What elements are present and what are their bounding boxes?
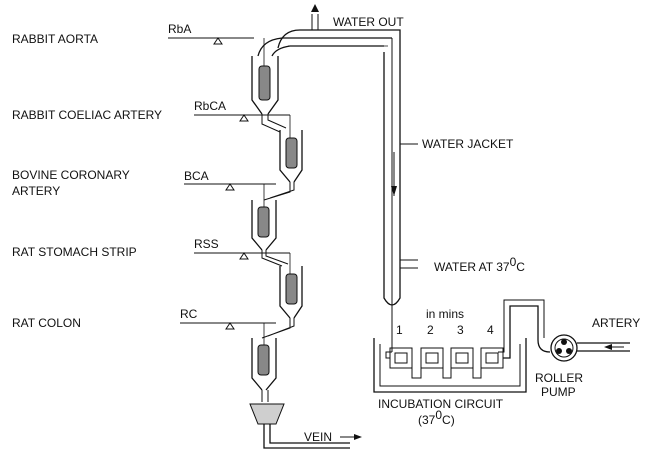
lever-rbca: RbCA	[194, 99, 290, 122]
arrow-up-icon	[391, 186, 397, 196]
organ-bath-cascade	[249, 38, 350, 449]
tissue-label-bovine-coronary-line2: ARTERY	[12, 184, 60, 198]
coil-2	[420, 347, 444, 369]
lever-rc: RC	[180, 307, 276, 330]
arrow-right-icon	[354, 434, 362, 440]
roller-pump-icon	[550, 334, 578, 362]
code-rss: RSS	[194, 237, 219, 251]
tissue-strip-rbca	[285, 137, 298, 169]
code-rba: RbA	[168, 22, 191, 36]
tissue-label-rat-colon: RAT COLON	[12, 316, 81, 330]
label-water-jacket: WATER JACKET	[422, 137, 514, 151]
coil-label-3: 3	[457, 323, 464, 337]
code-bca: BCA	[184, 169, 209, 183]
lever-bca: BCA	[184, 169, 276, 191]
label-incubation-temp: (370C)	[418, 408, 455, 427]
code-rc: RC	[180, 307, 198, 321]
label-pump: PUMP	[541, 385, 576, 399]
organ-bath-rba	[251, 38, 279, 115]
label-water-in: WATER AT 370C	[434, 255, 525, 274]
tissue-strip-rss	[285, 273, 298, 305]
label-water-out: WATER OUT	[333, 15, 404, 29]
organ-bath-rbca	[279, 115, 303, 183]
organ-bath-rss	[279, 253, 303, 319]
incubation-circuit: in mins 1 2 3 4 INCUBATION CIRCUIT (370C…	[373, 307, 527, 427]
tissue-label-rabbit-aorta: RABBIT AORTA	[12, 32, 98, 46]
water-jacket-column	[277, 4, 418, 352]
collecting-funnel	[249, 390, 350, 449]
organ-bath-rc	[251, 323, 277, 391]
tissue-label-rabbit-coeliac-artery: RABBIT COELIAC ARTERY	[12, 108, 162, 122]
fulcrum-icon	[239, 252, 249, 260]
label-artery: ARTERY	[592, 316, 640, 330]
arrow-up-icon	[311, 4, 319, 12]
coil-label-4: 4	[487, 323, 494, 337]
arrow-left-icon	[604, 344, 612, 350]
tissue-strip-rba	[258, 65, 271, 101]
organ-bath-bca	[251, 184, 277, 251]
label-in-mins: in mins	[426, 307, 464, 321]
label-incubation-circuit: INCUBATION CIRCUIT	[378, 397, 504, 411]
coil-4	[480, 347, 504, 369]
tissue-label-rat-stomach-strip: RAT STOMACH STRIP	[12, 245, 137, 259]
tissue-label-bovine-coronary: BOVINE CORONARY	[12, 168, 130, 182]
tissue-strip-bca	[257, 206, 270, 238]
label-vein: VEIN	[304, 430, 332, 444]
fulcrum-icon	[225, 183, 235, 191]
coil-3	[450, 347, 474, 369]
fulcrum-icon	[225, 322, 235, 330]
label-roller: ROLLER	[535, 371, 583, 385]
coil-label-1: 1	[396, 323, 403, 337]
lever-rba: RbA	[168, 22, 254, 45]
fulcrum-icon	[213, 37, 223, 45]
fulcrum-icon	[239, 114, 249, 122]
roller-pump: ROLLER PUMP	[535, 334, 630, 399]
tissue-strip-rc	[257, 344, 270, 376]
code-rbca: RbCA	[194, 99, 226, 113]
lever-rss: RSS	[194, 237, 290, 260]
coil-label-2: 2	[427, 323, 434, 337]
coil-1	[389, 347, 413, 369]
